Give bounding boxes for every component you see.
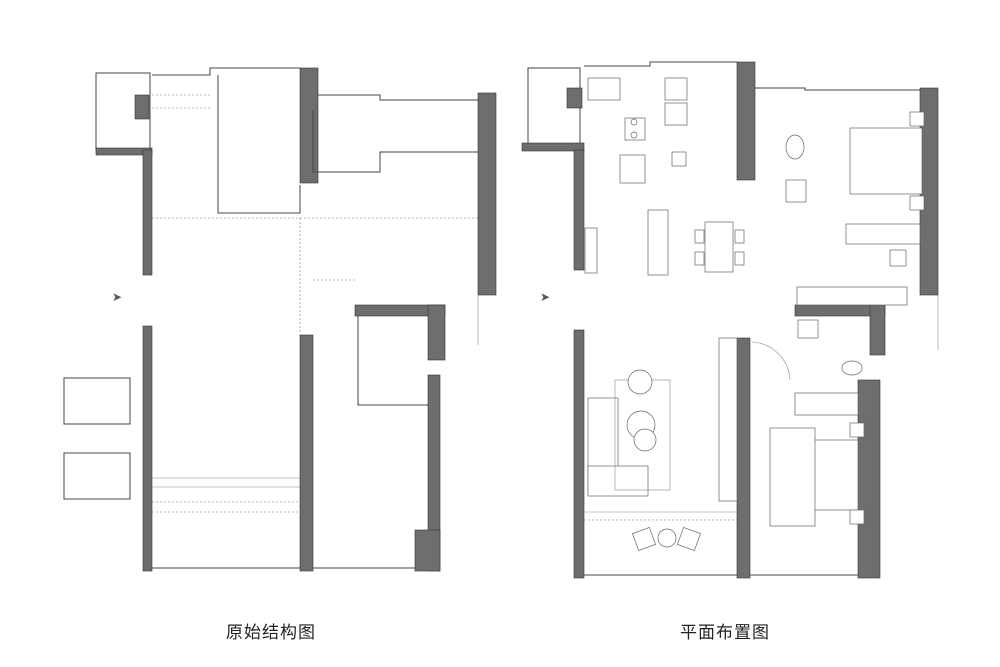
nightstand: [849, 422, 865, 438]
shelf: [664, 102, 688, 126]
dining-table: [704, 221, 734, 273]
wall: [573, 329, 585, 579]
armchair: [627, 369, 653, 395]
cabinet: [647, 209, 669, 276]
burner: [630, 131, 638, 139]
wall: [299, 67, 319, 184]
bed: [849, 127, 923, 195]
wall: [142, 149, 153, 276]
dining-chair: [694, 229, 705, 244]
legend-box: [63, 452, 131, 500]
chair: [889, 249, 907, 267]
washbasin: [797, 319, 819, 339]
column: [566, 87, 583, 109]
fridge: [619, 154, 646, 184]
wall-outline: [217, 75, 301, 214]
washbasin: [785, 179, 807, 203]
column: [134, 94, 150, 120]
wall: [427, 304, 446, 361]
chair: [671, 151, 687, 167]
original-structure-plan-title: 原始结构图: [226, 623, 316, 643]
side-table: [633, 428, 657, 452]
tv-cabinet: [718, 337, 738, 502]
wall: [414, 529, 441, 572]
legend-box: [63, 377, 131, 425]
wall: [869, 304, 886, 356]
dining-chair: [734, 251, 745, 266]
entry-arrow-icon: ➤: [112, 290, 122, 304]
layout-plan: ➤: [521, 61, 939, 579]
entry-arrow-icon: ➤: [540, 290, 550, 304]
wardrobe: [794, 392, 859, 416]
wall: [736, 337, 751, 579]
balcony-table: [657, 528, 677, 548]
wall: [521, 142, 585, 152]
toilet: [841, 360, 863, 376]
shelf: [664, 77, 688, 101]
wardrobe: [796, 286, 908, 306]
wall: [142, 325, 153, 572]
toilet: [785, 134, 805, 160]
original-structure-plan: ➤: [63, 67, 497, 572]
lounge-chair: [677, 527, 701, 551]
nightstand: [909, 195, 925, 211]
wardrobe: [845, 223, 921, 245]
nightstand: [909, 111, 925, 127]
door-swing: [751, 341, 791, 381]
wall: [736, 61, 756, 181]
dining-chair: [734, 229, 745, 244]
wall-outline: [755, 87, 920, 91]
burner: [630, 118, 638, 126]
wall: [477, 92, 497, 296]
wall: [299, 334, 314, 572]
sofa-chaise: [587, 465, 649, 497]
cabinet: [584, 227, 598, 274]
wall: [573, 149, 585, 271]
wall-outline: [584, 61, 737, 67]
layout-plan-title: 平面布置图: [680, 623, 770, 643]
wall-outline: [318, 94, 478, 101]
lounge-chair: [632, 527, 656, 551]
bed-rug: [769, 427, 816, 527]
kitchen-counter: [587, 77, 621, 101]
wall: [857, 379, 881, 579]
dining-chair: [694, 251, 705, 266]
wall-outline: [357, 316, 428, 406]
cooktop: [624, 117, 646, 141]
nightstand: [849, 509, 865, 525]
wall-outline: [152, 67, 300, 76]
wall-outline: [312, 110, 478, 173]
